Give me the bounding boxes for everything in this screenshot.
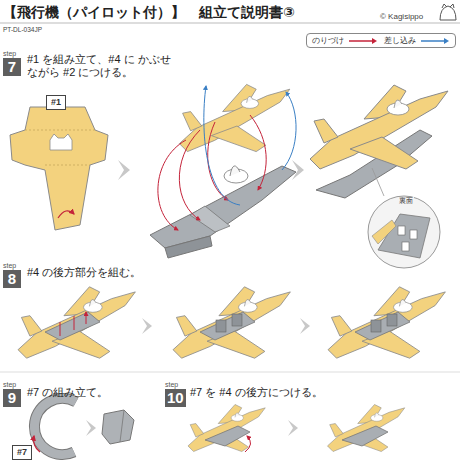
step-word: step [3, 381, 21, 388]
product-code: PT-DL-034JP [3, 26, 42, 34]
title: 【飛行機（パイロット付）】 組立て説明書③ [3, 4, 295, 21]
step-badge: step9 [3, 381, 21, 407]
instruction-text: #7 を #4 の後方につける。 [190, 386, 323, 399]
legend-line-sample [420, 37, 450, 45]
part-number-box: #1 [46, 91, 66, 110]
step-number: 8 [3, 270, 21, 288]
legend-text: 差し込み [384, 35, 416, 46]
step-badge: step7 [3, 50, 21, 76]
step-number: 9 [3, 389, 21, 407]
step-badge: step8 [3, 262, 21, 288]
step-number: 10 [165, 389, 186, 407]
instruction-text: #4 の後方部分を組む。 [27, 266, 141, 279]
step-badge: step10 [165, 381, 186, 407]
step-word: step [3, 262, 21, 269]
step-word: step [3, 50, 21, 57]
copyright: © Kagisippo [380, 12, 423, 22]
step-number: 7 [3, 58, 21, 76]
part-number: #1 [46, 95, 66, 110]
instruction-text: #1 を組み立て、#4 に かぶせながら #2 につける。 [27, 53, 175, 79]
legend-line-sample [348, 37, 378, 45]
legend-box: のりづけ 差し込み [306, 33, 456, 48]
part-number: #7 [12, 445, 32, 460]
instruction-text: #7 の組み立て。 [27, 386, 108, 399]
inset-caption: 裏面 [398, 197, 414, 205]
legend-text: のりづけ [312, 35, 344, 46]
part-number-box: #7 [12, 441, 32, 460]
step-word: step [165, 381, 186, 388]
